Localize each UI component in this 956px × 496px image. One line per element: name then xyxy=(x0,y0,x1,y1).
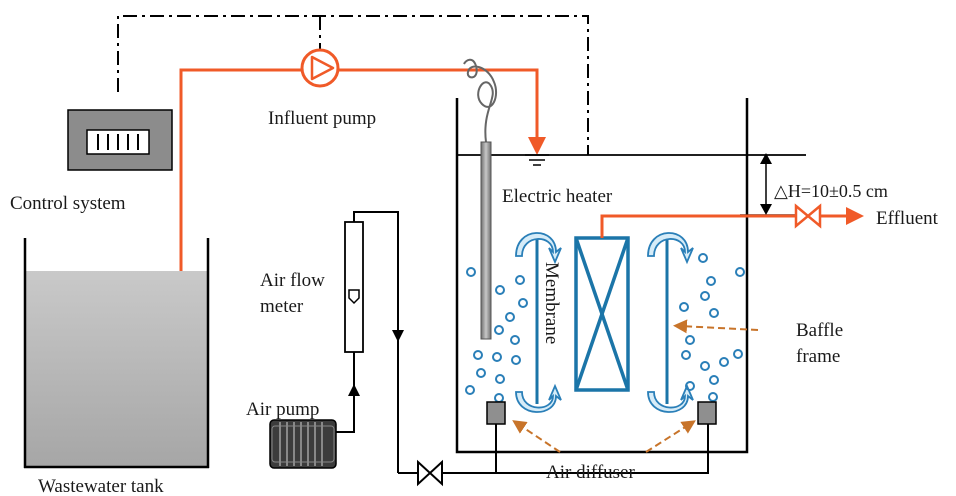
electric-heater xyxy=(463,58,498,340)
air-diffuser-label: Air diffuser xyxy=(546,462,635,483)
diffuser-pointer-right xyxy=(645,420,696,453)
baffle-label-line2: frame xyxy=(796,346,840,367)
influent-pipe-outlet xyxy=(338,68,546,155)
air-valve-icon xyxy=(417,459,443,487)
wastewater-tank-label: Wastewater tank xyxy=(38,476,164,496)
baffle-label-line1: Baffle xyxy=(796,320,843,341)
air-flow-label-line2: meter xyxy=(260,296,304,317)
membrane-label: Membrane xyxy=(541,262,562,344)
electric-heater-label: Electric heater xyxy=(502,186,613,207)
air-supply-pipes xyxy=(334,211,709,474)
air-pump-icon xyxy=(269,419,337,469)
mbr-reactor-tank xyxy=(455,98,806,454)
diffuser-pointer-left xyxy=(512,420,561,453)
baffle-pointer xyxy=(673,319,759,334)
air-flow-meter xyxy=(344,221,364,353)
effluent-valve-icon xyxy=(794,203,822,229)
circulation-arrows xyxy=(515,232,694,413)
control-signal-lines xyxy=(117,15,589,155)
influent-pipe xyxy=(179,68,302,271)
air-flow-label-line1: Air flow xyxy=(260,270,325,291)
water-level-icon xyxy=(525,154,549,166)
control-system-label: Control system xyxy=(10,193,126,214)
influent-pump-label: Influent pump xyxy=(268,108,376,129)
baffle-plates xyxy=(535,236,669,404)
effluent-label: Effluent xyxy=(876,208,939,229)
delta-h-label: △H=10±0.5 cm xyxy=(774,181,888,201)
air-bubbles xyxy=(465,253,745,403)
air-pump-label: Air pump xyxy=(246,399,319,420)
air-flow-direction-arrow xyxy=(392,330,404,342)
control-system-box xyxy=(67,109,173,171)
air-diffusers xyxy=(486,401,717,425)
wastewater-tank xyxy=(23,238,210,469)
effluent-pipe xyxy=(600,214,796,238)
membrane-module xyxy=(574,236,630,392)
influent-pump-icon xyxy=(300,48,340,88)
air-pump-flow-arrow xyxy=(348,384,360,396)
